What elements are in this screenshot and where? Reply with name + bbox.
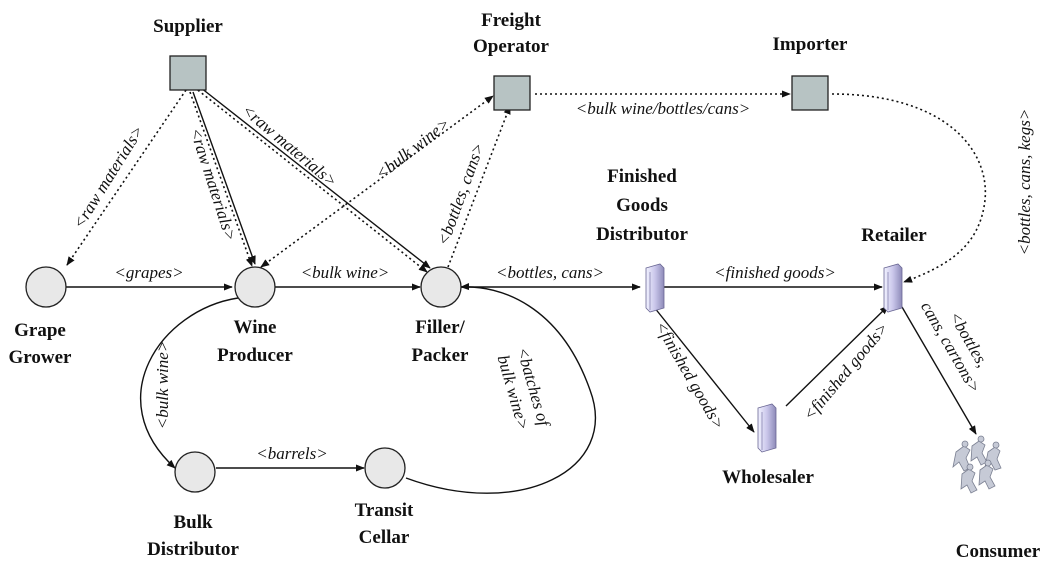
wine-producer-label-line2: Producer bbox=[217, 345, 293, 366]
bulk-wine-label-fo: <bulk wine> bbox=[372, 114, 453, 184]
raw-materials-label-gg: <raw materials> bbox=[69, 122, 148, 232]
consumer-icon[interactable] bbox=[952, 435, 1002, 494]
edge-finished-goods-ws-ret bbox=[785, 305, 889, 407]
supplier-node[interactable] bbox=[169, 55, 207, 91]
transit-cellar-label-line1: Transit bbox=[355, 500, 414, 521]
filler-packer-label-line1: Filler/ bbox=[415, 317, 465, 338]
grapes-label: <grapes> bbox=[114, 263, 183, 282]
bulk-wine-label-wp-fp: <bulk wine> bbox=[301, 263, 390, 282]
freight-operator-label-line1: Freight bbox=[481, 10, 541, 31]
edge-bulk-wine-bd bbox=[140, 297, 239, 469]
wine-producer-node[interactable] bbox=[234, 266, 276, 308]
edge-bulk-wine-fo bbox=[260, 95, 494, 268]
barrels-label: <barrels> bbox=[256, 444, 327, 463]
fgd-label-line2: Goods bbox=[616, 195, 668, 216]
bottles-cans-label-fp-fgd: <bottles, cans> bbox=[496, 263, 604, 282]
consumer-label: Consumer bbox=[956, 541, 1041, 562]
filler-packer-node[interactable] bbox=[420, 266, 462, 308]
freight-operator-label-line2: Operator bbox=[473, 36, 550, 57]
edge-raw-materials-gg bbox=[66, 89, 187, 266]
filler-packer-label-line2: Packer bbox=[412, 345, 470, 366]
bottles-cans-label-fo: <bottles, cans> bbox=[433, 140, 488, 248]
transit-cellar-label-line2: Cellar bbox=[359, 527, 410, 548]
bulk-distributor-label-line2: Distributor bbox=[147, 539, 239, 560]
finished-goods-label-ws-ret: <finished goods> bbox=[799, 319, 892, 424]
bulk-wine-bottles-cans-label: <bulk wine/bottles/cans> bbox=[576, 99, 751, 118]
retailer-label: Retailer bbox=[861, 225, 927, 246]
grape-grower-node[interactable] bbox=[25, 266, 67, 308]
edge-bottles-cans-cartons bbox=[901, 306, 977, 435]
fgd-label-line3: Distributor bbox=[596, 224, 688, 245]
freight-operator-node[interactable] bbox=[493, 75, 531, 111]
bottles-cans-kegs-label: <bottles, cans, kegs> bbox=[1015, 109, 1034, 256]
grape-grower-label-line1: Grape bbox=[14, 320, 66, 341]
edge-raw-materials-fp bbox=[193, 86, 428, 273]
raw-materials-label-wp: <raw materials> bbox=[186, 125, 240, 243]
bulk-distributor-label-line1: Bulk bbox=[173, 512, 213, 533]
bulk-wine-label-bd: <bulk wine> bbox=[153, 341, 172, 430]
wholesaler-label: Wholesaler bbox=[722, 467, 814, 488]
edge-batches bbox=[405, 282, 597, 494]
wine-producer-label-line1: Wine bbox=[234, 317, 277, 338]
wholesaler-icon[interactable] bbox=[757, 403, 777, 453]
finished-goods-label-fgd-ret: <finished goods> bbox=[714, 263, 836, 282]
edge-raw-materials-wp-solid bbox=[192, 91, 256, 265]
transit-cellar-node[interactable] bbox=[364, 447, 406, 489]
retailer-icon[interactable] bbox=[883, 263, 903, 313]
bulk-distributor-node[interactable] bbox=[174, 451, 216, 493]
edge-finished-goods-fgd-ws bbox=[653, 306, 755, 433]
importer-label: Importer bbox=[773, 34, 848, 55]
edge-raw-materials-wp bbox=[189, 91, 253, 267]
supplier-label: Supplier bbox=[153, 16, 223, 37]
raw-materials-label-fp: <raw materials> bbox=[238, 101, 341, 191]
finished-goods-distributor-icon[interactable] bbox=[645, 263, 665, 313]
grape-grower-label-line2: Grower bbox=[9, 347, 73, 368]
edge-bottles-cans-fo bbox=[447, 105, 511, 268]
importer-node[interactable] bbox=[791, 75, 829, 111]
fgd-label-line1: Finished bbox=[607, 166, 677, 187]
edge-bottles-cans-kegs bbox=[831, 93, 987, 283]
finished-goods-label-fgd-ws: <finished goods> bbox=[651, 318, 728, 433]
